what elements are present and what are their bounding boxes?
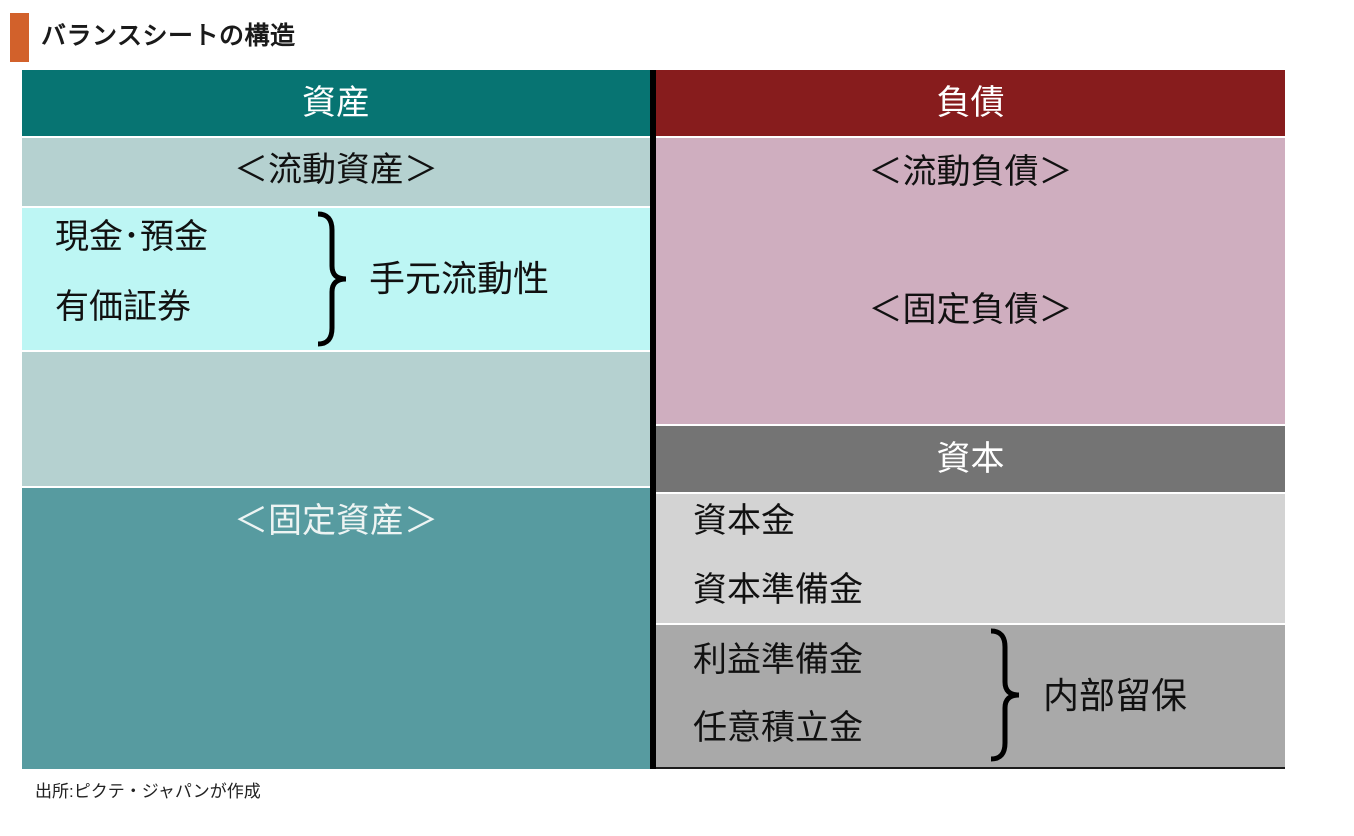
assets-header-label: 資産	[302, 84, 370, 122]
liabilities-header-label: 負債	[936, 84, 1005, 122]
current-assets-label: ＜流動資産＞	[234, 151, 438, 189]
cash-liquidity-cell: 現金･預金 有価証券 手元流動性	[22, 208, 650, 352]
securities-label: 有価証券	[55, 288, 191, 326]
voluntary-reserve-label: 任意積立金	[693, 709, 863, 747]
source-note: 出所:ピクテ・ジャパンが作成	[35, 782, 261, 801]
assets-column: 資産 ＜流動資産＞ 現金･預金 有価証券 手元流動性 ＜固定資産＞	[22, 70, 650, 769]
curly-brace-icon	[310, 210, 354, 348]
column-divider	[650, 70, 656, 769]
liabilities-column: 負債 ＜流動負債＞ ＜固定負債＞ 資本 資本金 資本準備金 利益準備金 任意積立…	[656, 70, 1285, 769]
liabilities-body-cell: ＜流動負債＞ ＜固定負債＞	[656, 138, 1285, 426]
capital-header-label: 資本	[936, 440, 1005, 478]
internal-reserve-label: 内部留保	[1043, 675, 1188, 716]
current-assets-cell: ＜流動資産＞	[22, 138, 650, 208]
capital-stock-cell: 資本金 資本準備金	[656, 494, 1285, 625]
capital-reserve-label: 資本準備金	[693, 571, 863, 609]
title-accent-bar	[10, 13, 29, 62]
page-title: バランスシートの構造	[41, 22, 296, 50]
curly-brace-icon	[983, 627, 1027, 763]
fixed-liabilities-label: ＜固定負債＞	[868, 291, 1073, 329]
cash-deposits-label: 現金･預金	[55, 218, 208, 256]
fixed-assets-cell: ＜固定資産＞	[22, 488, 650, 769]
capital-stock-label: 資本金	[693, 502, 795, 540]
current-liabilities-label: ＜流動負債＞	[868, 153, 1073, 191]
liabilities-header-cell: 負債	[656, 70, 1285, 138]
liquidity-label: 手元流動性	[369, 258, 550, 299]
capital-header-cell: 資本	[656, 426, 1285, 494]
internal-reserve-cell: 利益準備金 任意積立金 内部留保	[656, 625, 1285, 767]
fixed-assets-label: ＜固定資産＞	[234, 502, 438, 540]
current-assets-spacer-cell	[22, 352, 650, 488]
assets-header-cell: 資産	[22, 70, 650, 138]
earned-reserve-label: 利益準備金	[693, 641, 863, 679]
balance-sheet-diagram: 資産 ＜流動資産＞ 現金･預金 有価証券 手元流動性 ＜固定資産＞	[22, 70, 1285, 769]
